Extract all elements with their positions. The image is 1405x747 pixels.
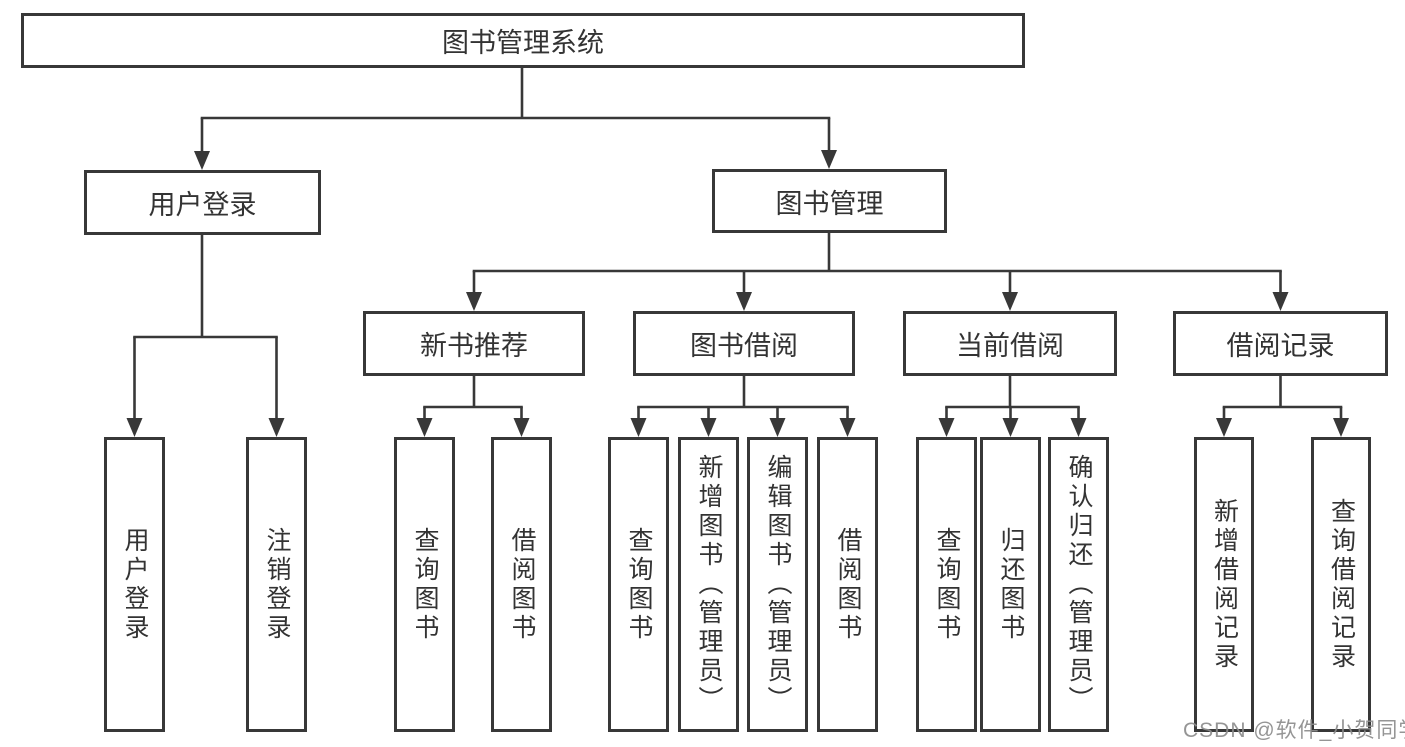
node-label: 用户登录 xyxy=(148,190,257,220)
node-book-borrowing: 图书借阅 xyxy=(633,311,855,376)
node-label: 借阅图书 xyxy=(508,526,536,643)
node-book-management: 图书管理 xyxy=(712,169,947,233)
node-label: 编辑图书（管理员） xyxy=(764,454,792,715)
leaf-edit-books-admin: 编辑图书（管理员） xyxy=(747,437,808,732)
node-borrowing-records: 借阅记录 xyxy=(1173,311,1388,376)
node-label: 确认归还（管理员） xyxy=(1065,454,1093,715)
leaf-return-books: 归还图书 xyxy=(980,437,1041,732)
leaf-borrow-books: 借阅图书 xyxy=(817,437,878,732)
node-label: 新增图书（管理员） xyxy=(695,454,723,715)
leaf-query-borrow-record: 查询借阅记录 xyxy=(1311,437,1371,732)
node-label: 归还图书 xyxy=(997,526,1025,643)
leaf-query-books-current: 查询图书 xyxy=(916,437,977,732)
node-label: 查询图书 xyxy=(411,526,439,643)
node-label: 图书借阅 xyxy=(690,331,798,361)
arrowheads xyxy=(126,150,1349,437)
node-new-book-recommendation: 新书推荐 xyxy=(363,311,585,376)
node-label: 查询借阅记录 xyxy=(1327,497,1356,672)
node-label: 用户登录 xyxy=(121,526,149,643)
node-label: 图书管理 xyxy=(775,188,884,219)
node-label: 借阅图书 xyxy=(834,526,862,643)
node-library-management-system: 图书管理系统 xyxy=(21,13,1025,68)
node-label: 注销登录 xyxy=(263,526,291,643)
leaf-query-books-recommend: 查询图书 xyxy=(394,437,455,732)
leaf-add-books-admin: 新增图书（管理员） xyxy=(678,437,739,732)
leaf-logout: 注销登录 xyxy=(246,437,307,732)
node-current-borrowing: 当前借阅 xyxy=(903,311,1117,376)
leaf-user-login: 用户登录 xyxy=(104,437,165,732)
node-label: 当前借阅 xyxy=(956,331,1064,361)
node-label: 借阅记录 xyxy=(1226,331,1335,361)
node-label: 查询图书 xyxy=(625,526,653,643)
leaf-borrow-books-recommend: 借阅图书 xyxy=(491,437,552,732)
node-user-login: 用户登录 xyxy=(84,170,321,235)
leaf-add-borrow-record: 新增借阅记录 xyxy=(1194,437,1254,732)
node-label: 新书推荐 xyxy=(420,331,528,361)
node-label: 查询图书 xyxy=(933,526,961,643)
node-label: 图书管理系统 xyxy=(442,28,604,58)
leaf-query-books-borrowing: 查询图书 xyxy=(608,437,669,732)
node-label: 新增借阅记录 xyxy=(1210,497,1239,672)
watermark: CSDN @软件_小贺同学 xyxy=(1183,719,1405,742)
leaf-confirm-return-admin: 确认归还（管理员） xyxy=(1048,437,1109,732)
